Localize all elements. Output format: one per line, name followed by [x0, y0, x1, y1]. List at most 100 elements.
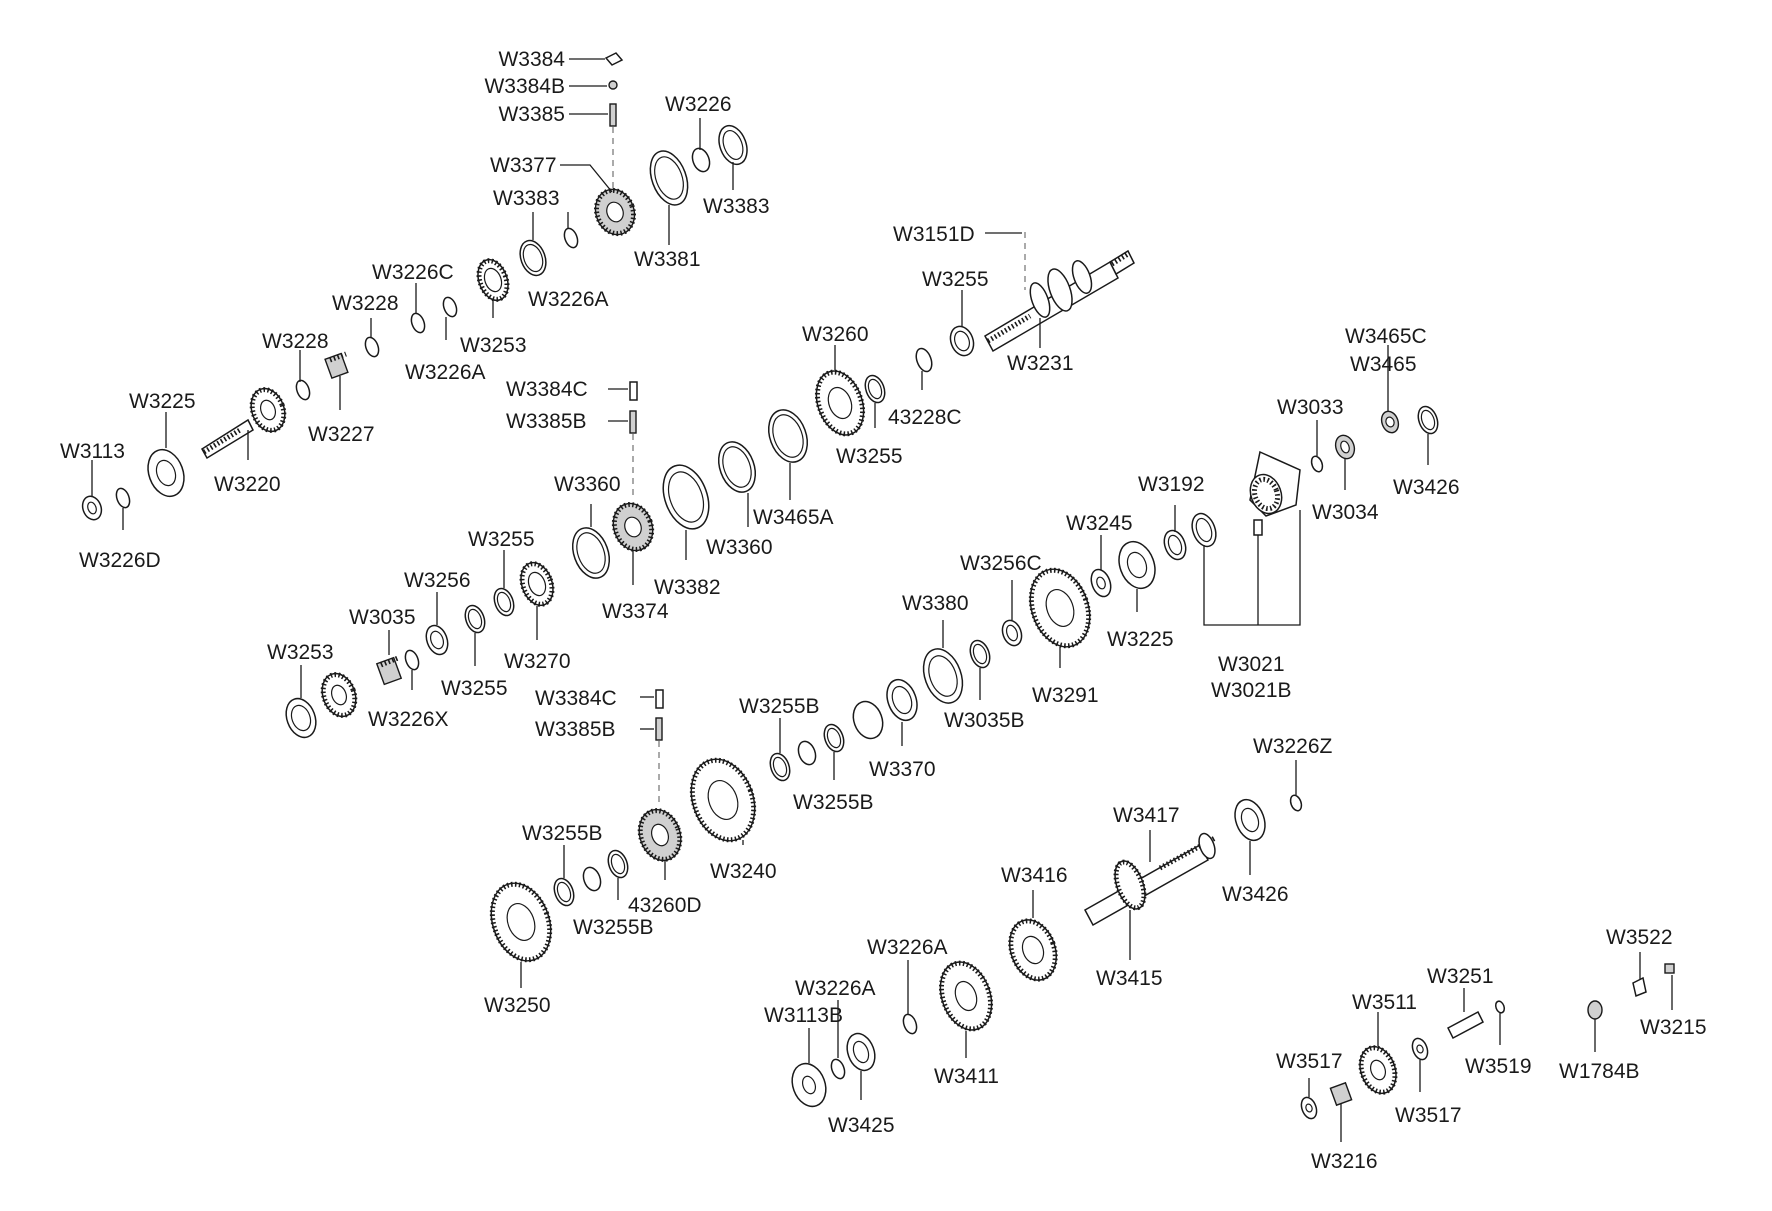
label-w3228-a: W3228 [332, 292, 399, 315]
part-w3426-bearing-low [1234, 798, 1266, 842]
part-w3522-clip [1632, 976, 1647, 998]
part-w3256c-collar [1001, 619, 1023, 647]
label-w3255b-c: W3255B [522, 822, 603, 845]
label-w3226d: W3226D [79, 549, 161, 572]
labels: W3384 W3384B W3385 W3226 W3377 W3383 W33… [60, 48, 1707, 1173]
label-43228c: 43228C [888, 406, 962, 429]
part-w3225-bearing-right [1118, 540, 1156, 590]
part-w3383-ring-right [718, 124, 748, 166]
label-w3226x: W3226X [368, 708, 449, 731]
part-w3226a-ring-low1 [902, 1013, 918, 1035]
label-w3511: W3511 [1352, 991, 1417, 1014]
label-w3370: W3370 [869, 758, 936, 781]
label-w3227: W3227 [308, 423, 375, 446]
part-w3255-ring-d [464, 604, 486, 634]
label-w3465c: W3465C [1345, 325, 1427, 348]
part-w3517-washer-a [1300, 1096, 1318, 1120]
label-w3255b-a: W3255B [739, 695, 820, 718]
part-w3226-ring-top [691, 147, 711, 173]
part-w3227-needle-bearing [324, 351, 349, 380]
part-w3251-shaft [1447, 1010, 1484, 1040]
part-w3465a-ring [767, 409, 809, 463]
part-ring-between-b [582, 866, 602, 892]
part-w3384c-pin-b [655, 689, 664, 709]
part-w3021-seal [1191, 512, 1217, 548]
part-w3385b-spring-a [629, 410, 637, 500]
part-ring-between-a [797, 740, 817, 766]
label-w3377: W3377 [490, 154, 557, 177]
part-w3255-shaft-ring [949, 325, 975, 357]
part-w3220-input-shaft [200, 387, 287, 460]
part-w3021b-flange [1249, 450, 1301, 536]
label-w3415: W3415 [1096, 967, 1163, 990]
label-w3021: W3021 [1218, 653, 1285, 676]
part-w3380-synchro [922, 648, 964, 704]
label-w3385: W3385 [498, 103, 565, 126]
label-w3255-shaft: W3255 [922, 268, 989, 291]
label-w3035: W3035 [349, 606, 416, 629]
part-w3228-ring-a [295, 379, 311, 401]
part-w3383-ring-left [519, 239, 547, 277]
label-43260d: 43260D [628, 894, 702, 917]
part-w3255b-ring-c [607, 849, 629, 879]
part-w3370-ring [886, 678, 918, 722]
part-w3245-washer [1090, 568, 1112, 598]
label-w3220: W3220 [214, 473, 281, 496]
part-w3384-detent [604, 52, 624, 66]
part-w3228-ring-b [364, 336, 380, 358]
label-w3245: W3245 [1066, 512, 1133, 535]
part-w3511-gear [1358, 1045, 1398, 1095]
label-w3228-b: W3228 [262, 330, 329, 353]
label-w3113: W3113 [60, 440, 125, 463]
label-w3033: W3033 [1277, 396, 1344, 419]
label-w3426-right: W3426 [1393, 476, 1460, 499]
label-w1784b: W1784B [1559, 1060, 1640, 1083]
part-w3426-ring-right [1417, 405, 1439, 435]
label-w3226z: W3226Z [1253, 735, 1333, 758]
label-w3416: W3416 [1001, 864, 1068, 887]
part-w3384b-ball [608, 80, 618, 90]
label-w3226a-low1: W3226A [867, 936, 948, 959]
label-w3255-c: W3255 [468, 528, 535, 551]
part-w3519-ring [1494, 1000, 1506, 1014]
part-w3255b-ring-a [769, 752, 791, 782]
label-w3226a-top: W3226A [528, 288, 609, 311]
part-w3035b-ring [969, 639, 991, 669]
label-w3226c: W3226C [372, 261, 454, 284]
label-w3260: W3260 [802, 323, 869, 346]
part-w3291-gear [1028, 567, 1092, 649]
label-w3253-left: W3253 [267, 641, 334, 664]
label-w3021b: W3021B [1211, 679, 1292, 702]
label-w3383-right: W3383 [703, 195, 770, 218]
label-w3291: W3291 [1032, 684, 1099, 707]
part-w3035-needle-bearing [375, 655, 403, 686]
label-w3255b-b: W3255B [793, 791, 874, 814]
label-w3381: W3381 [634, 248, 701, 271]
label-w3380: W3380 [902, 592, 969, 615]
part-43228c-ring [915, 347, 933, 373]
label-w3382: W3382 [654, 576, 721, 599]
label-w3225-left: W3225 [129, 390, 196, 413]
part-w3385b-spring-b [655, 717, 663, 805]
part-w3377-synchro-hub [593, 187, 637, 237]
part-w3226c-ring [410, 312, 426, 334]
label-w3253-top: W3253 [460, 334, 527, 357]
label-w3240: W3240 [710, 860, 777, 883]
label-w3465a: W3465A [753, 506, 834, 529]
label-w3360-a: W3360 [554, 473, 621, 496]
label-w3255b-d: W3255B [573, 916, 654, 939]
part-w3113-washer [81, 495, 103, 521]
part-w3374-synchro-hub [611, 502, 655, 552]
part-w3360-ring-a [571, 527, 611, 579]
part-w3411-gear [938, 960, 994, 1032]
label-w3255-b: W3255 [836, 445, 903, 468]
part-w3253-synchro-ring-left [285, 697, 317, 739]
part-gear-left-small [320, 672, 358, 718]
part-w3255b-ring-b [823, 723, 845, 753]
part-w3226d-snap-ring [115, 487, 131, 509]
label-w3251: W3251 [1427, 965, 1494, 988]
part-w3113b-washer [791, 1062, 827, 1108]
part-w3256-collar [425, 624, 449, 656]
part-w3260-gear [814, 369, 866, 437]
part-w3465-nut [1380, 410, 1400, 434]
